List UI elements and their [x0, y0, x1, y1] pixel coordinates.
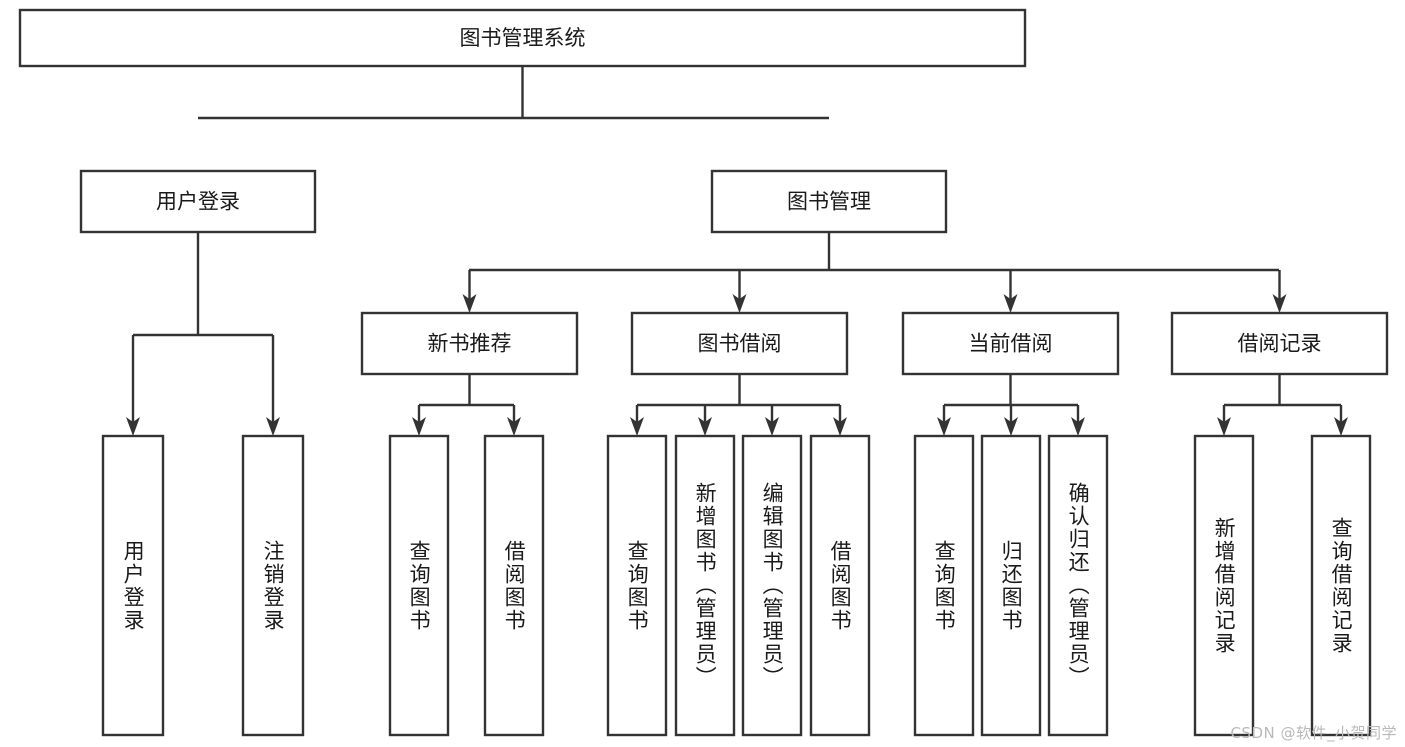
connectors-layer [126, 66, 1348, 436]
node-label-current-borrow: 当前借阅 [969, 332, 1053, 356]
node-box-book-borrow[interactable] [630, 311, 849, 376]
arrow-head-icon [1071, 417, 1085, 436]
node-label-user-login: 用户登录 [156, 190, 240, 214]
node-box-leaf-return-book[interactable] [980, 434, 1042, 737]
node-label-book-manage: 图书管理 [787, 190, 871, 214]
node-box-book-manage[interactable] [710, 169, 948, 234]
node-box-leaf-query-book-1[interactable] [388, 434, 450, 737]
node-box-leaf-logout[interactable] [241, 434, 305, 737]
arrow-head-icon [732, 294, 747, 313]
arrow-head-icon [1272, 294, 1287, 313]
arrow-head-icon [1003, 294, 1018, 313]
node-box-leaf-edit-book[interactable] [741, 434, 803, 737]
node-label-new-book-recommend: 新书推荐 [428, 332, 512, 356]
node-box-root[interactable] [18, 8, 1027, 68]
node-box-leaf-query-record[interactable] [1310, 434, 1372, 737]
arrow-head-icon [126, 417, 140, 436]
node-box-leaf-user-login[interactable] [101, 434, 165, 737]
node-box-leaf-confirm-return[interactable] [1047, 434, 1109, 737]
arrow-head-icon [412, 417, 426, 436]
arrow-head-icon [765, 417, 779, 436]
node-box-leaf-borrow-book-2[interactable] [809, 434, 871, 737]
node-box-leaf-query-book-3[interactable] [913, 434, 975, 737]
node-box-current-borrow[interactable] [901, 311, 1120, 376]
arrow-head-icon [462, 294, 477, 313]
arrow-head-icon [266, 417, 280, 436]
arrow-head-icon [833, 417, 847, 436]
node-box-leaf-add-book[interactable] [674, 434, 736, 737]
arrow-head-icon [1334, 417, 1348, 436]
arrow-head-icon [937, 417, 951, 436]
node-box-user-login[interactable] [79, 169, 317, 234]
arrow-head-icon [1217, 417, 1231, 436]
node-box-leaf-borrow-book-1[interactable] [483, 434, 545, 737]
node-box-borrow-record[interactable] [1170, 311, 1389, 376]
node-label-root: 图书管理系统 [460, 26, 586, 50]
arrow-head-icon [507, 417, 521, 436]
node-box-leaf-add-record[interactable] [1193, 434, 1255, 737]
boxes-layer [18, 8, 1389, 737]
node-box-leaf-query-book-2[interactable] [606, 434, 668, 737]
node-label-borrow-record: 借阅记录 [1238, 332, 1322, 356]
node-label-book-borrow: 图书借阅 [698, 332, 782, 356]
arrow-head-icon [630, 417, 644, 436]
node-box-new-book-recommend[interactable] [360, 311, 579, 376]
arrow-head-icon [698, 417, 712, 436]
arrow-head-icon [1004, 417, 1018, 436]
watermark-csdn: CSDN @软件_小贺同学 [1230, 724, 1397, 742]
